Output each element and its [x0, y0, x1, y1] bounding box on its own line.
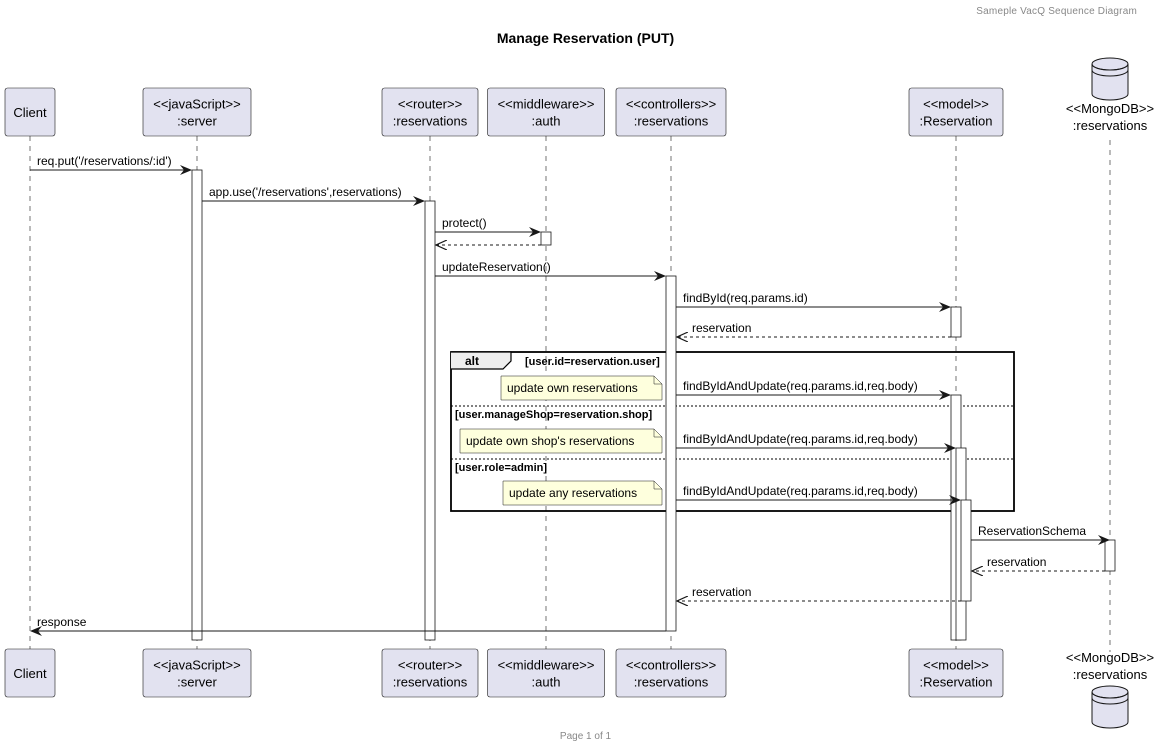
participant-mongodb-bottom-line-0: <<MongoDB>> [1066, 650, 1154, 665]
participant-model-top-line-0: <<model>> [923, 97, 989, 112]
message-label: findByIdAndUpdate(req.params.id,req.body… [683, 432, 918, 446]
activation-bar-controller [665, 275, 677, 632]
message-label: ReservationSchema [978, 524, 1086, 538]
participant-client-bottom: Client [4, 648, 56, 698]
participant-auth-top-line-0: <<middleware>> [498, 97, 595, 112]
message-model-to-mongodb: ReservationSchema [971, 524, 1110, 545]
message-server-to-router: app.use('/reservations',reservations) [202, 185, 425, 206]
participant-auth-bottom: <<middleware>> :auth [487, 648, 605, 698]
diagram-title: Manage Reservation (PUT) [496, 30, 675, 46]
participant-controller-bottom-line-1: :reservations [634, 675, 709, 690]
activation-bar-router [424, 200, 436, 641]
participant-mongodb-top-line-1: :reservations [1073, 118, 1148, 133]
participant-server-bottom: <<javaScript>> :server [142, 648, 252, 698]
note: update own reservations [500, 375, 663, 401]
note: update any reservations [502, 480, 663, 506]
participant-mongodb-bottom: <<MongoDB>> :reservations [1066, 650, 1154, 729]
message-label: reservation [987, 555, 1046, 569]
activation-bar-auth [540, 231, 552, 246]
alt-keyword: alt [465, 354, 479, 368]
participant-server-top: <<javaScript>> :server [142, 87, 252, 137]
participant-controller-top-line-0: <<controllers>> [626, 97, 716, 112]
participant-server-top-line-0: <<javaScript>> [153, 97, 240, 112]
participant-controller-bottom: <<controllers>> :reservations [615, 648, 727, 698]
message-controller-to-model: findByIdAndUpdate(req.params.id,req.body… [676, 484, 961, 505]
database-icon [1091, 57, 1129, 101]
participant-auth-top: <<middleware>> :auth [487, 87, 605, 137]
page-number: Page 1 of 1 [559, 731, 612, 742]
database-icon [1091, 685, 1129, 729]
alt-condition: [user.role=admin] [455, 462, 547, 474]
alt-condition: [user.manageShop=reservation.shop] [455, 409, 652, 421]
participant-controller-top-line-1: :reservations [634, 114, 709, 129]
diagram-caption: Sameple VacQ Sequence Diagram [976, 6, 1137, 17]
message-router-to-controller: updateReservation() [435, 260, 666, 281]
message-mongodb-to-model: reservation [972, 555, 1105, 571]
participant-router-bottom: <<router>> :reservations [381, 648, 479, 698]
message-label: updateReservation() [442, 260, 551, 274]
participant-model-bottom-line-0: <<model>> [923, 658, 989, 673]
message-label: findByIdAndUpdate(req.params.id,req.body… [683, 379, 918, 393]
participant-server-bottom-line-1: :server [177, 675, 217, 690]
message-controller-to-client: response [30, 615, 666, 636]
participant-client-bottom-line-0: Client [13, 666, 47, 681]
message-label: app.use('/reservations',reservations) [209, 185, 402, 199]
participant-auth-bottom-line-0: <<middleware>> [498, 658, 595, 673]
message-label: reservation [692, 585, 751, 599]
participant-server-bottom-line-0: <<javaScript>> [153, 658, 240, 673]
participant-router-top-line-1: :reservations [393, 114, 468, 129]
participant-model-top: <<model>> :Reservation [908, 87, 1004, 137]
participant-client-top: Client [4, 87, 56, 137]
participant-model-bottom: <<model>> :Reservation [908, 648, 1004, 698]
participant-server-top-line-1: :server [177, 114, 217, 129]
message-controller-to-model: findByIdAndUpdate(req.params.id,req.body… [676, 432, 956, 453]
participant-router-bottom-line-0: <<router>> [398, 658, 462, 673]
message-model-to-controller: reservation [677, 585, 961, 601]
participant-controller-bottom-line-0: <<controllers>> [626, 658, 716, 673]
message-label: reservation [692, 321, 751, 335]
message-label: response [37, 615, 87, 629]
activation-bar-model [950, 306, 962, 338]
message-model-to-controller: reservation [677, 321, 951, 337]
alt-fragment: alt [user.id=reservation.user] [user.manag… [450, 351, 1015, 512]
message-client-to-server: req.put('/reservations/:id') [30, 154, 192, 175]
message-label: findByIdAndUpdate(req.params.id,req.body… [683, 484, 918, 498]
note-text: update own shop's reservations [466, 434, 634, 448]
participant-auth-bottom-line-1: :auth [532, 675, 561, 690]
activation-bar-model [960, 499, 972, 602]
message-label: protect() [442, 216, 487, 230]
participant-mongodb-top: <<MongoDB>> :reservations [1066, 57, 1154, 133]
participant-model-bottom-line-1: :Reservation [920, 675, 993, 690]
note-text: update any reservations [509, 486, 637, 500]
activation-bar-mongodb [1104, 539, 1116, 572]
message-label: req.put('/reservations/:id') [37, 154, 172, 168]
participant-controller-top: <<controllers>> :reservations [615, 87, 727, 137]
activation-bar-server [191, 169, 203, 641]
participant-client-top-line-0: Client [13, 105, 47, 120]
message-controller-to-model: findById(req.params.id) [676, 291, 951, 312]
participant-router-top: <<router>> :reservations [381, 87, 479, 137]
participant-model-top-line-1: :Reservation [920, 114, 993, 129]
message-label: findById(req.params.id) [683, 291, 808, 305]
participant-auth-top-line-1: :auth [532, 114, 561, 129]
note-text: update own reservations [507, 381, 638, 395]
alt-condition: [user.id=reservation.user] [525, 356, 660, 368]
participant-mongodb-bottom-line-1: :reservations [1073, 667, 1148, 682]
message-router-to-auth: protect() [435, 216, 541, 237]
participant-mongodb-top-line-0: <<MongoDB>> [1066, 101, 1154, 116]
note: update own shop's reservations [459, 428, 663, 454]
participant-router-top-line-0: <<router>> [398, 97, 462, 112]
message-controller-to-model: findByIdAndUpdate(req.params.id,req.body… [676, 379, 951, 400]
participant-router-bottom-line-1: :reservations [393, 675, 468, 690]
